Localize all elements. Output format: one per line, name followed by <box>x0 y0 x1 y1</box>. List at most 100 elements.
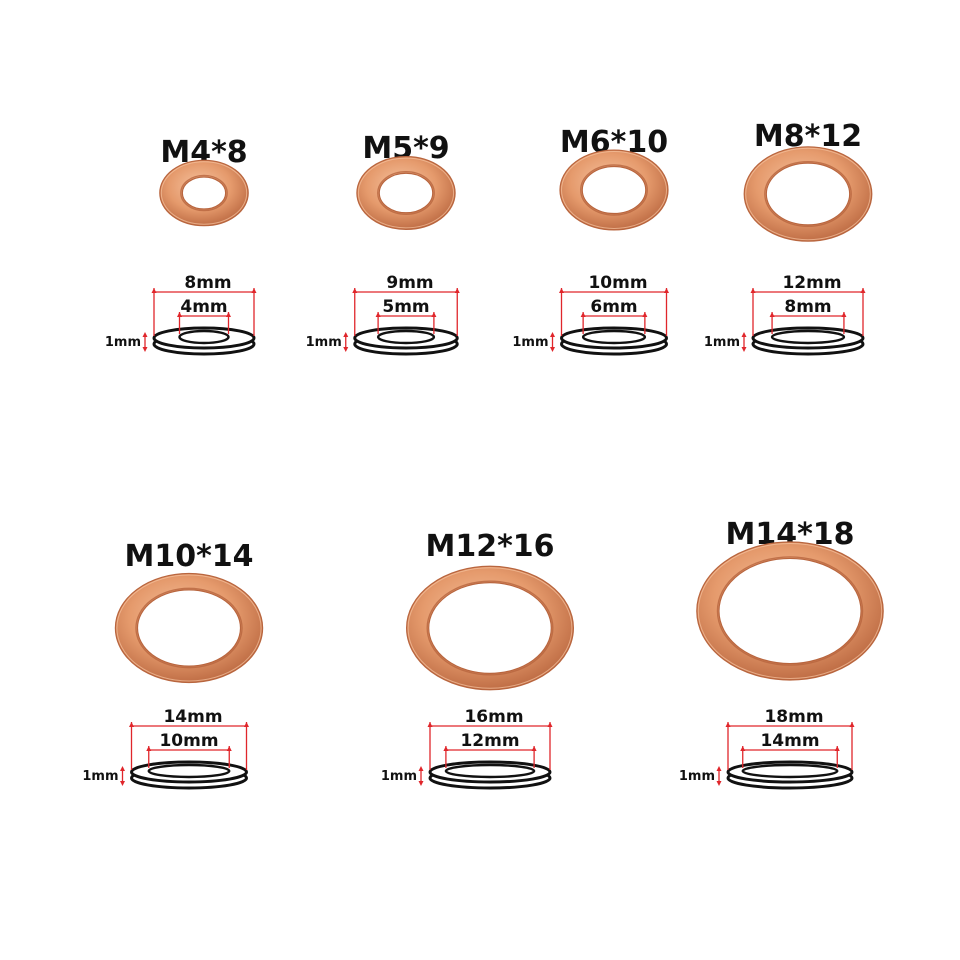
thickness-arrow-top <box>142 332 148 337</box>
outer-diameter-label: 8mm <box>184 273 231 293</box>
inner-arrow-right <box>226 746 232 751</box>
inner-arrow-left <box>146 746 152 751</box>
washer-hole-edge <box>135 587 243 669</box>
inner-arrow-left <box>769 312 775 317</box>
washer-hole-edge <box>377 171 435 215</box>
thickness-arrow-bottom <box>716 781 722 786</box>
inner-diameter-label: 6mm <box>590 297 637 317</box>
thickness-label: 1mm <box>82 769 118 784</box>
thickness-arrow-top <box>716 766 722 771</box>
inner-diameter-label: 5mm <box>382 297 429 317</box>
inner-arrow-right <box>226 312 231 317</box>
outer-arrow-right <box>664 288 669 293</box>
washer-hole-outline <box>147 763 231 779</box>
washer-hole-edge <box>716 556 864 666</box>
thickness-label: 1mm <box>704 335 740 350</box>
outer-arrow-left <box>352 288 358 293</box>
washer-hole-outline <box>178 329 230 345</box>
inner-arrow-right <box>642 312 648 317</box>
washer-hole-outline <box>770 329 846 345</box>
washer-hole-edge <box>426 580 554 676</box>
copper-washer-photo <box>696 541 884 681</box>
inner-arrow-right <box>841 312 847 317</box>
washer-hole-outline <box>581 329 647 345</box>
outer-diameter-label: 18mm <box>764 707 823 727</box>
washer-hole-edge <box>764 160 852 228</box>
copper-washer-photo <box>159 159 249 227</box>
outer-diameter-label: 9mm <box>386 273 433 293</box>
copper-washer-photo <box>743 146 873 242</box>
thickness-arrow-bottom <box>741 347 747 352</box>
outer-arrow-left <box>725 722 731 727</box>
copper-washer-photo <box>114 572 264 684</box>
thickness-arrow-top <box>741 332 747 337</box>
outer-diameter-label: 16mm <box>464 707 523 727</box>
washer-hole-edge <box>180 174 228 212</box>
washer-hole-outline <box>444 763 536 779</box>
thickness-arrow-top <box>120 766 125 771</box>
thickness-arrow-bottom <box>142 347 148 352</box>
thickness-arrow-top <box>343 332 349 337</box>
inner-diameter-label: 12mm <box>460 731 519 751</box>
thickness-label: 1mm <box>512 335 548 350</box>
outer-arrow-left <box>427 722 433 727</box>
outer-arrow-right <box>244 722 249 727</box>
thickness-arrow-top <box>418 766 424 771</box>
thickness-label: 1mm <box>381 769 417 784</box>
inner-arrow-left <box>375 312 381 317</box>
washer-hole-edge <box>580 164 648 216</box>
washer-rim-highlight <box>697 543 883 679</box>
washer-group-5: M10*14 14mm 10mm 1mm <box>82 539 264 790</box>
washer-rim-highlight <box>561 151 667 229</box>
inner-diameter-label: 4mm <box>180 297 227 317</box>
outer-arrow-right <box>251 288 257 293</box>
thickness-arrow-bottom <box>343 347 349 352</box>
copper-washer-photo <box>405 565 575 691</box>
inner-arrow-left <box>740 746 746 751</box>
outer-diameter-label: 12mm <box>782 273 841 293</box>
thickness-label: 1mm <box>105 335 141 350</box>
outer-arrow-left <box>151 288 157 293</box>
washer-hole-outline <box>741 763 839 779</box>
inner-arrow-left <box>580 312 586 317</box>
washer-size-label: M10*14 <box>124 539 253 574</box>
inner-arrow-right <box>531 746 537 751</box>
inner-diameter-label: 10mm <box>159 731 218 751</box>
copper-washer-photo <box>559 149 669 231</box>
inner-diameter-label: 14mm <box>760 731 819 751</box>
outer-arrow-right <box>849 722 855 727</box>
inner-arrow-left <box>443 746 449 751</box>
thickness-arrow-bottom <box>550 347 555 352</box>
thickness-arrow-bottom <box>418 781 424 786</box>
outer-diameter-label: 10mm <box>588 273 647 293</box>
outer-arrow-right <box>454 288 460 293</box>
inner-arrow-right <box>834 746 840 751</box>
inner-arrow-right <box>431 312 437 317</box>
washer-rim-highlight <box>116 574 262 682</box>
copper-washer-photo <box>356 156 456 230</box>
washer-rim-highlight <box>160 161 248 225</box>
outer-arrow-left <box>559 288 564 293</box>
washer-rim-highlight <box>407 567 573 689</box>
outer-arrow-right <box>547 722 553 727</box>
inner-diameter-label: 8mm <box>784 297 831 317</box>
inner-arrow-left <box>177 312 182 317</box>
thickness-arrow-bottom <box>120 781 125 786</box>
washer-group-6: M12*16 16mm 12mm 1mm <box>381 529 575 790</box>
washer-size-label: M12*16 <box>425 529 554 564</box>
outer-arrow-left <box>129 722 134 727</box>
thickness-label: 1mm <box>306 335 342 350</box>
washer-rim-highlight <box>357 157 455 229</box>
washer-rim-highlight <box>745 147 871 241</box>
outer-arrow-right <box>860 288 866 293</box>
thickness-arrow-top <box>550 332 555 337</box>
thickness-label: 1mm <box>679 769 715 784</box>
outer-diameter-label: 14mm <box>163 707 222 727</box>
